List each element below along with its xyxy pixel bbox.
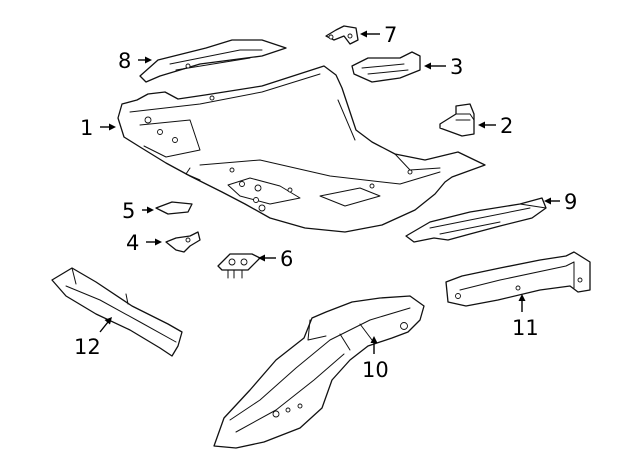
part-6-mount xyxy=(217,253,261,279)
part-3-plate xyxy=(351,51,421,83)
callout-1: 1 xyxy=(80,116,116,140)
callout-7: 7 xyxy=(360,23,397,47)
callout-label-12: 12 xyxy=(74,335,101,359)
callout-11: 11 xyxy=(512,294,539,340)
callout-label-4: 4 xyxy=(126,231,139,255)
callout-4: 4 xyxy=(126,231,162,255)
part-10-side-member xyxy=(213,295,425,449)
callout-2: 2 xyxy=(478,114,513,138)
callout-label-10: 10 xyxy=(362,358,389,382)
callout-label-3: 3 xyxy=(450,55,463,79)
callout-3: 3 xyxy=(424,55,463,79)
callout-label-7: 7 xyxy=(384,23,397,47)
callout-label-9: 9 xyxy=(564,190,577,214)
part-2-bracket xyxy=(439,103,475,137)
callout-5: 5 xyxy=(122,199,154,223)
callout-10: 10 xyxy=(362,336,389,382)
callout-12: 12 xyxy=(74,317,112,359)
part-5-patch xyxy=(155,201,193,215)
part-9-side-rail xyxy=(405,197,547,243)
callout-label-5: 5 xyxy=(122,199,135,223)
callout-8: 8 xyxy=(118,49,152,73)
part-12-sill xyxy=(51,267,183,357)
part-7-hinge xyxy=(325,25,359,45)
callout-label-1: 1 xyxy=(80,116,93,140)
part-8-cross-member xyxy=(139,39,287,83)
callout-6: 6 xyxy=(258,247,293,271)
part-11-extension xyxy=(445,251,591,307)
callout-label-6: 6 xyxy=(280,247,293,271)
callout-label-11: 11 xyxy=(512,316,539,340)
part-1-rear-floor-pan xyxy=(117,65,486,233)
callout-label-2: 2 xyxy=(500,114,513,138)
part-4-small-bracket xyxy=(165,231,201,253)
callout-9: 9 xyxy=(544,190,577,214)
callout-label-8: 8 xyxy=(118,49,131,73)
